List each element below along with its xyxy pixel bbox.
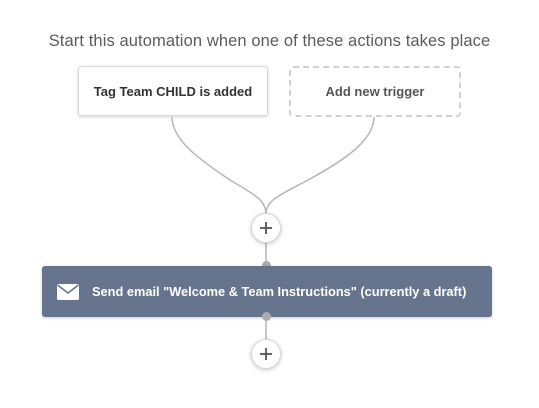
action-send-email[interactable]: Send email "Welcome & Team Instructions"… (42, 266, 492, 317)
connector-dot-top (262, 261, 271, 270)
add-step-button-bottom[interactable] (251, 339, 281, 369)
automation-heading: Start this automation when one of these … (48, 32, 491, 50)
add-trigger-label: Add new trigger (325, 84, 425, 99)
connector-from-add-trigger (265, 116, 375, 215)
connector-from-trigger (171, 116, 267, 215)
plus-icon (260, 348, 272, 360)
trigger-card-tag-added[interactable]: Tag Team CHILD is added (78, 66, 268, 116)
add-step-button[interactable] (251, 213, 281, 243)
envelope-icon (57, 283, 79, 300)
add-new-trigger-button[interactable]: Add new trigger (289, 66, 461, 117)
trigger-label: Tag Team CHILD is added (93, 83, 253, 99)
connector-dot-bottom (262, 312, 271, 321)
plus-icon (260, 222, 272, 234)
action-label: Send email "Welcome & Team Instructions"… (92, 284, 467, 299)
